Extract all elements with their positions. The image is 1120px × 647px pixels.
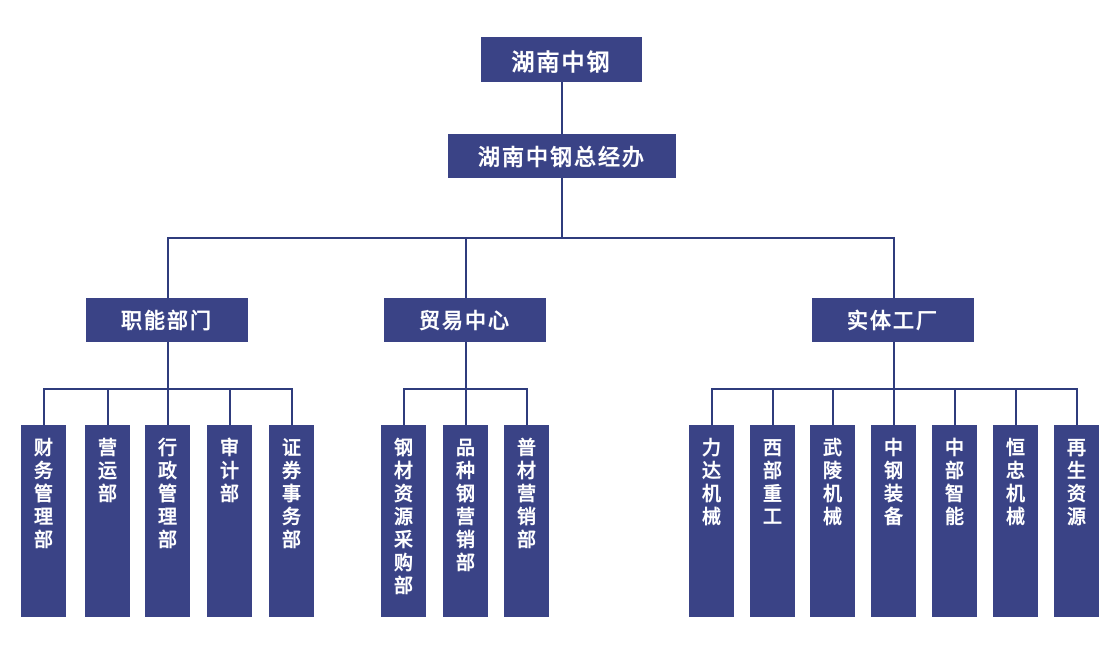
org-node-finance-management-dept: 财 务 管 理 部 [21,425,66,617]
connector-line [403,388,405,425]
connector-line [772,388,774,425]
connector-line [893,342,895,388]
org-node-central-intelligence: 中 部 智 能 [932,425,977,617]
connector-line [465,342,467,388]
org-node-variety-steel-marketing-dept: 品 种 钢 营 销 部 [443,425,488,617]
connector-line [561,178,563,238]
connector-line [167,388,169,425]
org-node-group-functional-depts: 职能部门 [86,298,248,342]
connector-line [167,237,894,239]
org-node-western-heavy-industry: 西 部 重 工 [750,425,795,617]
org-node-audit-dept: 审 计 部 [207,425,252,617]
org-node-general-materials-marketing-dept: 普 材 营 销 部 [504,425,549,617]
connector-line [167,342,169,388]
org-node-administration-management-dept: 行 政 管 理 部 [145,425,190,617]
org-node-lida-machinery: 力 达 机 械 [689,425,734,617]
connector-line [526,388,528,425]
connector-line [291,388,293,425]
org-node-gm-office: 湖南中钢总经办 [448,134,676,178]
connector-line [465,237,467,298]
connector-line [893,237,895,298]
org-node-group-trade-center: 贸易中心 [384,298,546,342]
org-node-wuling-machinery: 武 陵 机 械 [810,425,855,617]
connector-line [1076,388,1078,425]
connector-line [561,82,563,134]
org-node-root: 湖南中钢 [481,37,642,82]
org-node-operations-dept: 营 运 部 [85,425,130,617]
connector-line [1015,388,1017,425]
connector-line [954,388,956,425]
org-node-group-physical-factories: 实体工厂 [812,298,974,342]
connector-line [107,388,109,425]
org-node-hengzhong-machinery: 恒 忠 机 械 [993,425,1038,617]
org-node-securities-affairs-dept: 证 券 事 务 部 [269,425,314,617]
org-node-recycled-resources: 再 生 资 源 [1054,425,1099,617]
connector-line [711,388,713,425]
org-node-steel-resources-procurement-dept: 钢 材 资 源 采 购 部 [381,425,426,617]
connector-line [229,388,231,425]
connector-line [832,388,834,425]
connector-line [711,388,1078,390]
connector-line [43,388,45,425]
org-node-zhonggang-equipment: 中 钢 装 备 [871,425,916,617]
connector-line [893,388,895,425]
connector-line [167,237,169,298]
connector-line [465,388,467,425]
